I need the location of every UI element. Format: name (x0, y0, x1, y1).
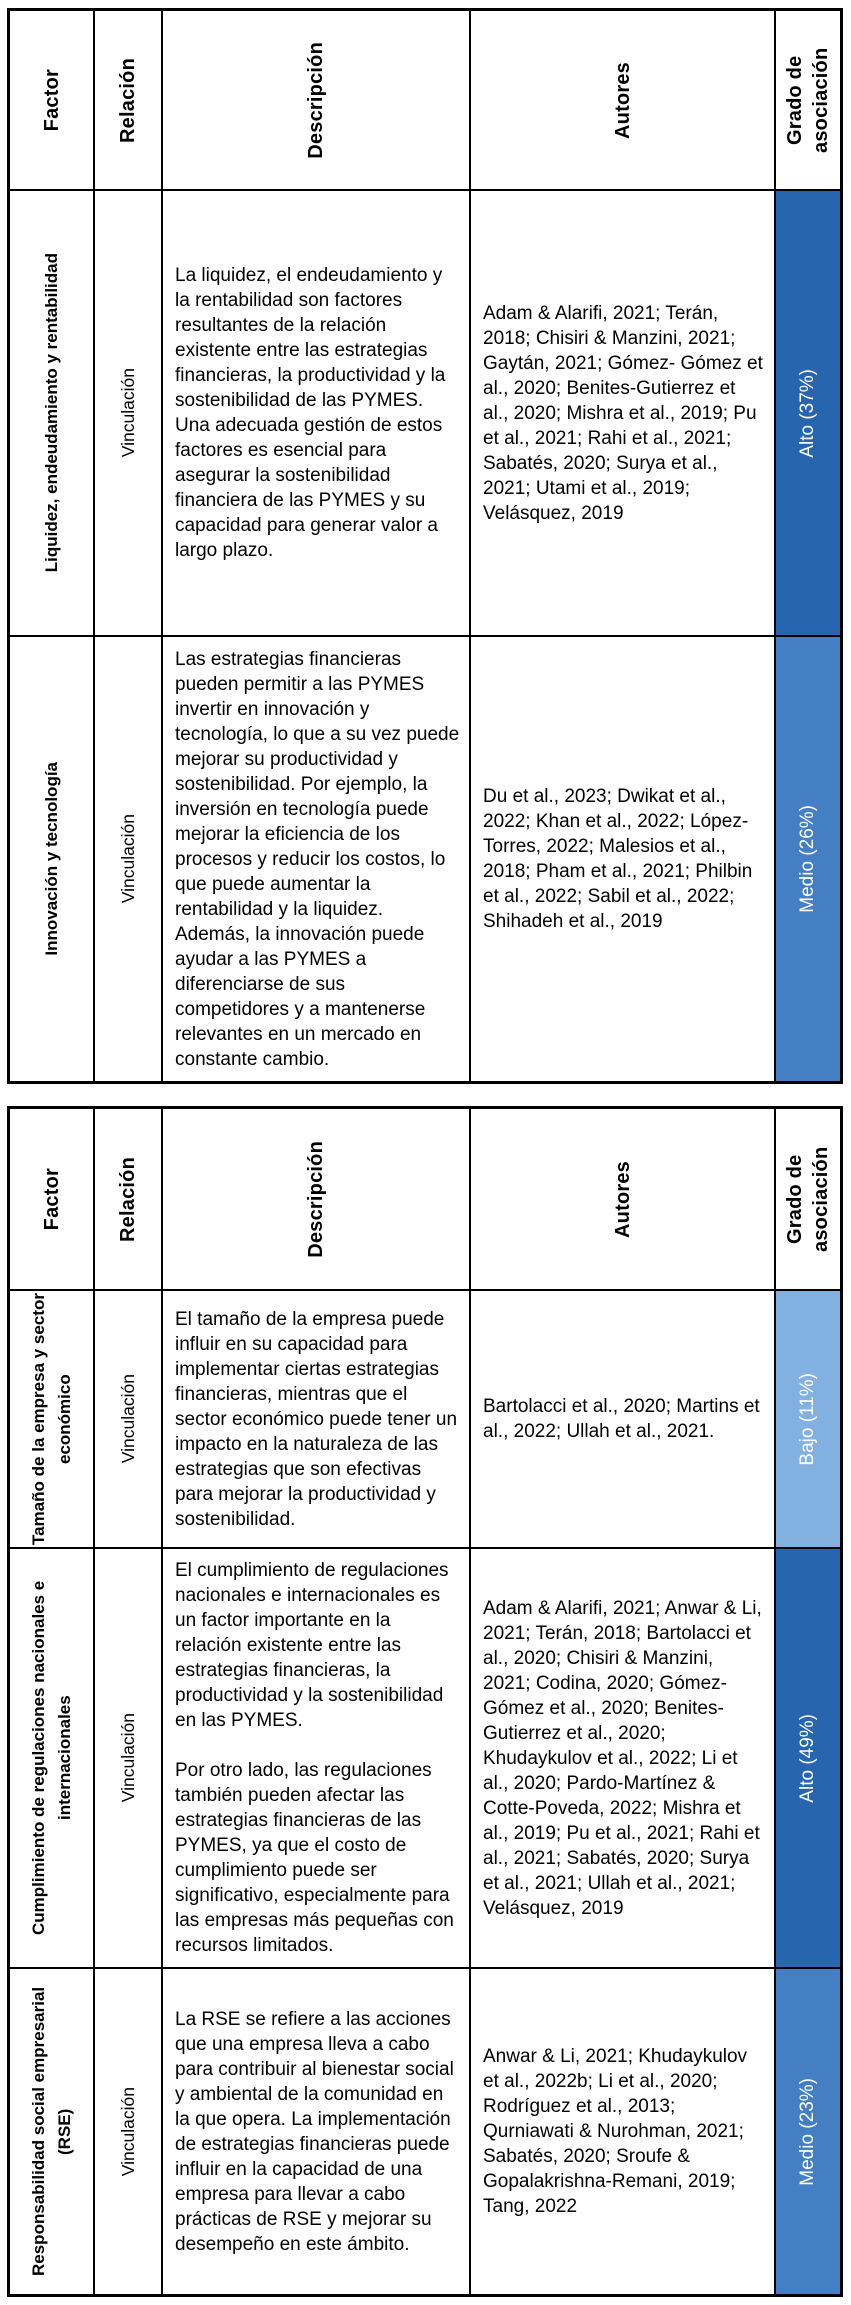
grado-label: Alto (37%) (797, 368, 818, 458)
descripcion-cell: La liquidez, el endeudamiento y la renta… (163, 191, 469, 635)
factor-label: Innovación y tecnología (41, 762, 61, 956)
relacion-cell: Vinculación (95, 637, 161, 1081)
header-cell-descripcion: Descripción (163, 1109, 469, 1289)
header-cell-descripcion: Descripción (163, 11, 469, 189)
header-cell-relacion: Relación (95, 11, 161, 189)
relacion-label: Vinculación (118, 1374, 138, 1464)
autores-cell: Bartolacci et al., 2020; Martins et al.,… (471, 1291, 774, 1547)
grado-label: Alto (49%) (797, 1713, 818, 1803)
factor-cell: Responsabilidad social empresarial (RSE) (10, 1969, 93, 2294)
relacion-label: Vinculación (118, 2086, 138, 2177)
descripcion-text: La RSE se refiere a las acciones que una… (175, 2008, 454, 2255)
header-relacion-label: Relación (117, 1156, 139, 1242)
factors-table-1: Factor Relación Descripción Autores Grad… (7, 8, 843, 1084)
descripcion-cell: El tamaño de la empresa puede influir en… (163, 1291, 469, 1547)
grado-cell-alto: Alto (37%) (776, 191, 840, 635)
header-grado-label: Grado de asociación (784, 47, 832, 153)
header-cell-autores: Autores (471, 1109, 774, 1289)
header-descripcion-label: Descripción (305, 1140, 327, 1258)
grado-label: Medio (26%) (797, 805, 818, 913)
relacion-label: Vinculación (118, 368, 138, 458)
header-cell-factor: Factor (10, 11, 93, 189)
autores-text: Bartolacci et al., 2020; Martins et al.,… (483, 1396, 760, 1442)
header-autores-label: Autores (611, 1160, 634, 1238)
factor-cell: Innovación y tecnología (10, 637, 93, 1081)
relacion-label: Vinculación (118, 1713, 138, 1803)
autores-cell: Anwar & Li, 2021; Khudaykulov et al., 20… (471, 1969, 774, 2294)
header-relacion-label: Relación (117, 57, 139, 143)
factors-table-2: Factor Relación Descripción Autores Grad… (7, 1106, 843, 2297)
factor-label: Cumplimiento de regulaciones nacionales … (28, 1580, 74, 1936)
header-cell-grado: Grado de asociación (776, 1109, 840, 1289)
grado-label: Medio (23%) (797, 2077, 818, 2186)
descripcion-cell: El cumplimiento de regulaciones nacional… (163, 1549, 469, 1967)
header-cell-autores: Autores (471, 11, 774, 189)
factor-cell: Tamaño de la empresa y sector económico (10, 1291, 93, 1547)
header-cell-factor: Factor (10, 1109, 93, 1289)
autores-cell: Adam & Alarifi, 2021; Anwar & Li, 2021; … (471, 1549, 774, 1967)
factor-cell: Liquidez, endeudamiento y rentabilidad (10, 191, 93, 635)
header-factor-label: Factor (40, 68, 63, 132)
autores-text: Adam & Alarifi, 2021; Terán, 2018; Chisi… (483, 302, 763, 524)
header-cell-relacion: Relación (95, 1109, 161, 1289)
header-descripcion-label: Descripción (305, 41, 327, 159)
header-autores-label: Autores (611, 61, 634, 139)
grado-cell-bajo: Bajo (11%) (776, 1291, 840, 1547)
grado-cell-medio: Medio (23%) (776, 1969, 840, 2294)
grado-cell-medio: Medio (26%) (776, 637, 840, 1081)
header-cell-grado: Grado de asociación (776, 11, 840, 189)
autores-text: Adam & Alarifi, 2021; Anwar & Li, 2021; … (483, 1597, 762, 1919)
header-factor-label: Factor (40, 1167, 63, 1231)
factor-label: Responsabilidad social empresarial (RSE) (28, 1986, 74, 2277)
descripcion-text: Las estrategias financieras pueden permi… (175, 648, 460, 1070)
relacion-label: Vinculación (118, 814, 138, 904)
autores-cell: Du et al., 2023; Dwikat et al., 2022; Kh… (471, 637, 774, 1081)
descripcion-text: El tamaño de la empresa puede influir en… (175, 1308, 458, 1530)
relacion-cell: Vinculación (95, 1969, 161, 2294)
descripcion-cell: Las estrategias financieras pueden permi… (163, 637, 469, 1081)
descripcion-cell: La RSE se refiere a las acciones que una… (163, 1969, 469, 2294)
relacion-cell: Vinculación (95, 1549, 161, 1967)
factor-label: Liquidez, endeudamiento y rentabilidad (41, 253, 61, 573)
relacion-cell: Vinculación (95, 191, 161, 635)
autores-text: Du et al., 2023; Dwikat et al., 2022; Kh… (483, 786, 753, 932)
descripcion-text: El cumplimiento de regulaciones nacional… (175, 1560, 454, 1956)
relacion-cell: Vinculación (95, 1291, 161, 1547)
factor-label: Tamaño de la empresa y sector económico (28, 1293, 74, 1545)
grado-label: Bajo (11%) (797, 1372, 818, 1466)
autores-cell: Adam & Alarifi, 2021; Terán, 2018; Chisi… (471, 191, 774, 635)
autores-text: Anwar & Li, 2021; Khudaykulov et al., 20… (483, 2046, 748, 2217)
descripcion-text: La liquidez, el endeudamiento y la renta… (175, 265, 446, 561)
grado-cell-alto: Alto (49%) (776, 1549, 840, 1967)
factor-cell: Cumplimiento de regulaciones nacionales … (10, 1549, 93, 1967)
header-grado-label: Grado de asociación (784, 1146, 832, 1252)
